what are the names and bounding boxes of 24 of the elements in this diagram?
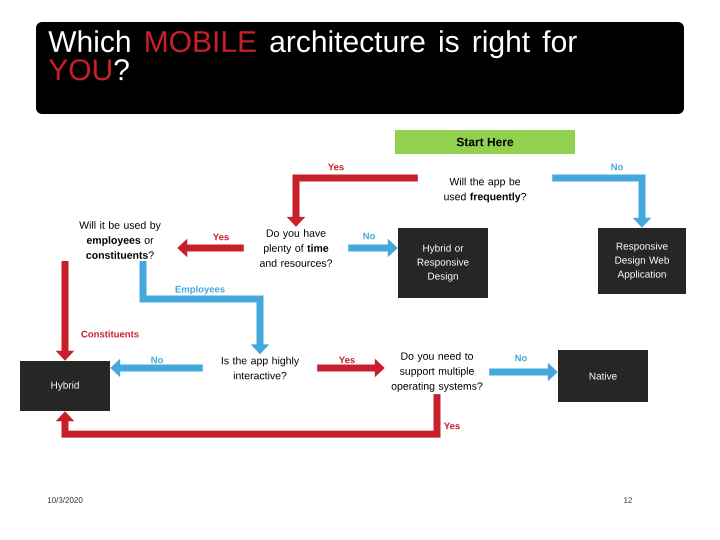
edge-label: No (151, 356, 163, 364)
outcome-box: Responsive Design Web Application (598, 228, 686, 294)
edge-label: Yes (212, 234, 229, 240)
outcome-box: Native (558, 350, 648, 402)
edge-label: No (363, 232, 375, 240)
arrow (56, 394, 440, 438)
question-text: Do you have plenty of time and resources? (260, 229, 332, 267)
question-text: Do you need to support multiple operating systems? (392, 352, 482, 392)
edge-label: Employees (176, 286, 225, 294)
edge-label: Yes (444, 422, 460, 430)
edge-label: Constituents (81, 330, 139, 338)
title-banner: Which MOBILE architecture is right for YOU? (36, 22, 684, 114)
outcome-box: Hybrid (20, 360, 110, 411)
outcome-box: Hybrid or Responsive Design (398, 228, 488, 298)
question-text: Is the app highly interactive? (222, 356, 300, 380)
start-box: Start Here (395, 130, 575, 154)
edge-label: Yes (338, 356, 355, 364)
question-text: Will it be used by employees or constituents? (79, 221, 161, 259)
edge-label: No (515, 354, 527, 362)
date-text: 10/3/2020 (48, 497, 82, 503)
question-text: Will the app be used frequently? (444, 178, 526, 202)
edge-label: Yes (328, 164, 344, 170)
page-number: 12 (624, 497, 632, 503)
edge-label: No (611, 164, 623, 170)
